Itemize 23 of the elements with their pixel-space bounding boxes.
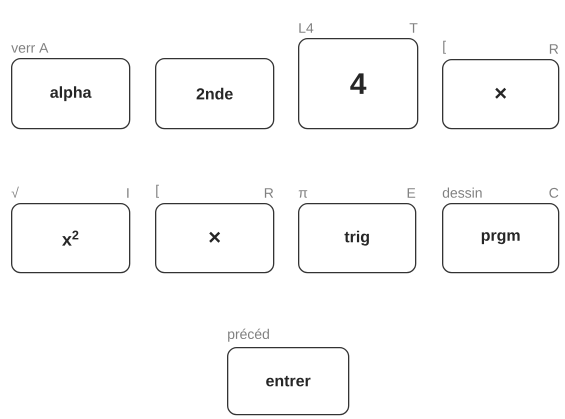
calculator-key: x$^{2}$ xyxy=(11,203,130,274)
secondary-label: dessin xyxy=(442,188,482,198)
secondary-label: [ xyxy=(156,184,159,198)
secondary-label: verr A xyxy=(11,43,48,53)
calculator-key: 4 xyxy=(298,38,418,130)
calculator-key: entrer xyxy=(227,347,350,416)
calculator-key: trig xyxy=(298,203,416,274)
calculator-key: × xyxy=(155,203,274,274)
secondary-label: R xyxy=(550,44,558,54)
secondary-label: π xyxy=(298,190,308,198)
calculator-key: 2nde xyxy=(155,58,274,130)
calculator-key: alpha xyxy=(11,58,130,130)
secondary-label: E xyxy=(408,188,416,198)
secondary-label: I xyxy=(127,188,129,198)
secondary-label: L4 xyxy=(299,23,314,33)
secondary-label: précéd xyxy=(228,328,269,342)
secondary-label: C xyxy=(549,188,558,198)
calculator-key: × xyxy=(442,59,560,130)
calculator-key: prgm xyxy=(442,203,560,274)
secondary-label: R xyxy=(264,188,274,198)
secondary-label: T xyxy=(410,23,418,33)
secondary-label: √ xyxy=(12,186,19,198)
secondary-label: [ xyxy=(443,40,446,54)
